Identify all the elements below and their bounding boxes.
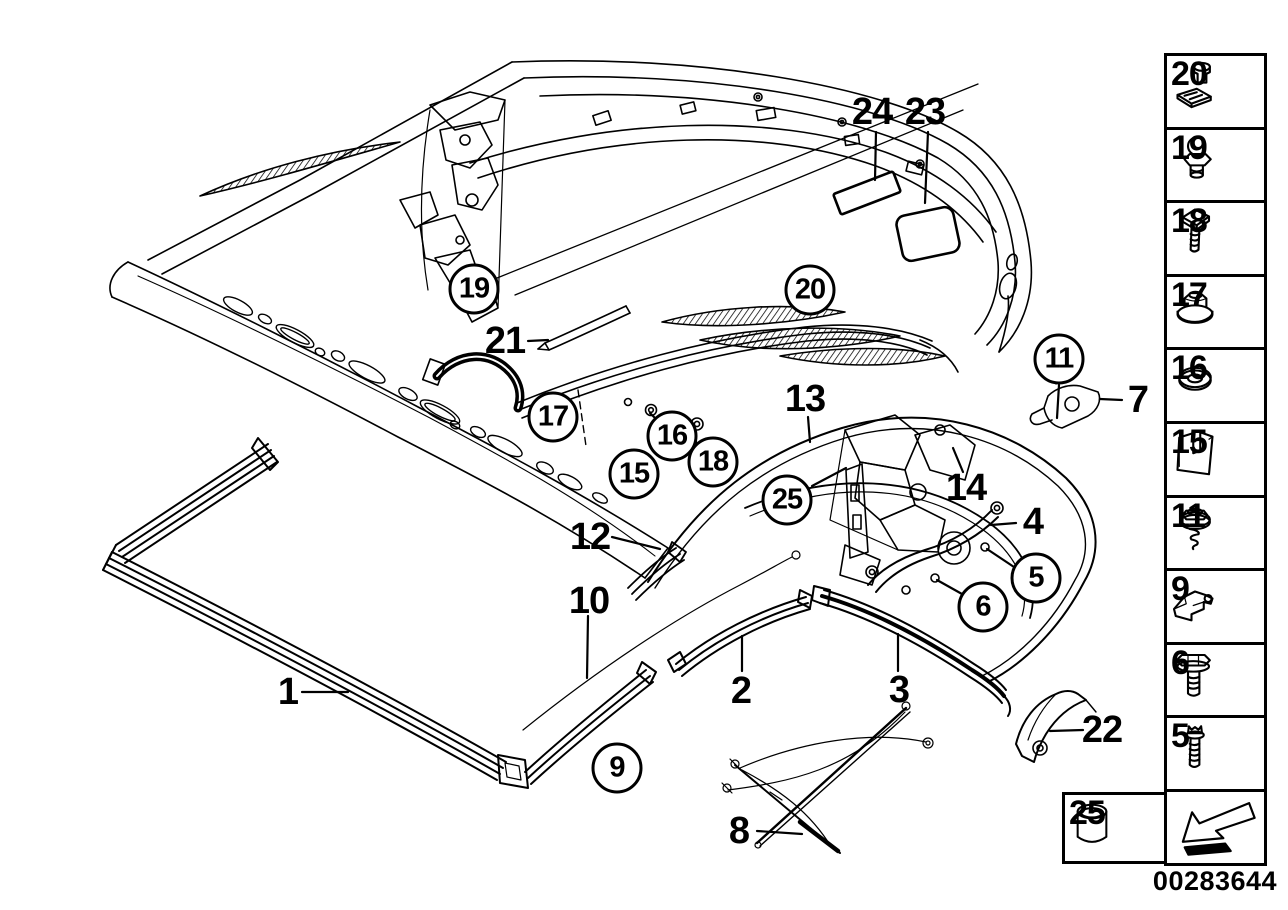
legend-number: 5 xyxy=(1171,717,1190,755)
callout-14[interactable]: 14 xyxy=(945,467,987,509)
legend-item-15: 15 xyxy=(1164,421,1267,498)
callout-20[interactable]: 20 xyxy=(784,264,836,316)
callout-5[interactable]: 5 xyxy=(1010,552,1062,604)
washer-screw-icon xyxy=(1179,507,1211,551)
callout-19[interactable]: 19 xyxy=(448,263,500,315)
callout-18[interactable]: 18 xyxy=(687,436,739,488)
callout-1[interactable]: 1 xyxy=(277,671,299,713)
flange-nut-icon xyxy=(1176,290,1214,324)
ball-stud-bolt-icon xyxy=(1183,136,1212,179)
callout-23[interactable]: 23 xyxy=(904,91,946,133)
callout-15[interactable]: 15 xyxy=(608,448,660,500)
direction-arrow-icon xyxy=(1181,801,1256,856)
stud-bolt-icon xyxy=(1185,725,1205,768)
legend-item-25: 25 xyxy=(1062,792,1167,864)
legend-number: 19 xyxy=(1171,129,1208,167)
legend-number: 25 xyxy=(1069,794,1106,832)
image-number: 00283644 xyxy=(1152,866,1278,896)
callout-12[interactable]: 12 xyxy=(569,516,611,558)
legend-item-16: 16 xyxy=(1164,347,1267,424)
callout-2[interactable]: 2 xyxy=(730,670,752,712)
legend-arrow-box xyxy=(1164,789,1267,866)
legend-item-5: 5 xyxy=(1164,715,1267,792)
legend-item-18: 18 xyxy=(1164,200,1267,277)
callout-16[interactable]: 16 xyxy=(646,410,698,462)
callout-8[interactable]: 8 xyxy=(728,810,750,852)
callout-25[interactable]: 25 xyxy=(761,474,813,526)
callout-11[interactable]: 11 xyxy=(1033,333,1085,385)
callout-17[interactable]: 17 xyxy=(527,391,579,443)
callout-10[interactable]: 10 xyxy=(568,580,610,622)
callout-21[interactable]: 21 xyxy=(484,320,526,362)
legend-item-9: 9 xyxy=(1164,568,1267,645)
legend-number: 15 xyxy=(1171,423,1208,461)
bolt-with-clip-icon xyxy=(1176,61,1212,109)
callout-6[interactable]: 6 xyxy=(957,581,1009,633)
legend-item-11: 11 xyxy=(1164,495,1267,572)
legend-item-20: 20 xyxy=(1164,53,1267,130)
flange-bolt-icon xyxy=(1175,653,1211,697)
legend-number: 9 xyxy=(1171,570,1190,608)
callout-7[interactable]: 7 xyxy=(1127,379,1149,421)
legend-number: 20 xyxy=(1171,55,1208,93)
washer-icon xyxy=(1178,366,1212,391)
callout-3[interactable]: 3 xyxy=(888,669,910,711)
callout-24[interactable]: 24 xyxy=(851,91,893,133)
callout-13[interactable]: 13 xyxy=(784,378,826,420)
callout-22[interactable]: 22 xyxy=(1081,709,1123,751)
legend-item-19: 19 xyxy=(1164,127,1267,204)
bracket-clip-icon xyxy=(1172,590,1214,622)
legend-number: 18 xyxy=(1171,202,1208,240)
legend-item-6: 6 xyxy=(1164,642,1267,719)
leader-lines xyxy=(300,130,1124,836)
cylinder-grommet-icon xyxy=(1076,803,1108,843)
callout-4[interactable]: 4 xyxy=(1022,501,1044,543)
legend-item-17: 17 xyxy=(1164,274,1267,351)
legend-number: 16 xyxy=(1171,349,1208,387)
callout-9[interactable]: 9 xyxy=(591,742,643,794)
legend-number: 11 xyxy=(1171,497,1206,535)
legend-number: 6 xyxy=(1171,644,1190,682)
u-clip-icon xyxy=(1176,431,1214,476)
square-head-bolt-icon xyxy=(1181,208,1211,253)
legend-number: 17 xyxy=(1171,276,1208,314)
